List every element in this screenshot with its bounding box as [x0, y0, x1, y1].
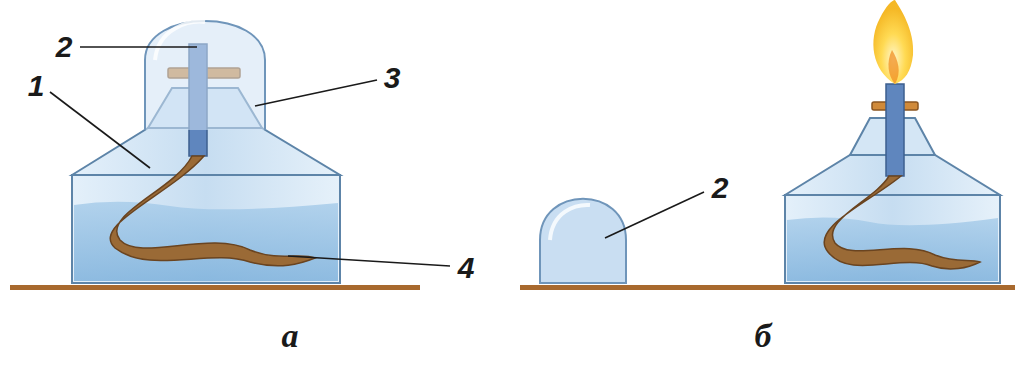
lamp-closed	[72, 21, 340, 283]
figure-letter: а	[282, 319, 299, 353]
callout-number: 2	[56, 32, 73, 62]
lamp-cap	[540, 199, 626, 283]
table-surface	[10, 285, 420, 290]
callout-number: 4	[458, 253, 475, 283]
figure-letter: б	[755, 319, 772, 353]
callout-number: 1	[28, 71, 45, 101]
leader-lines	[50, 47, 704, 266]
lamp-lit	[785, 0, 1000, 283]
callout-number: 2	[712, 173, 729, 203]
callout-number: 3	[384, 63, 401, 93]
table-surface	[520, 285, 1015, 290]
